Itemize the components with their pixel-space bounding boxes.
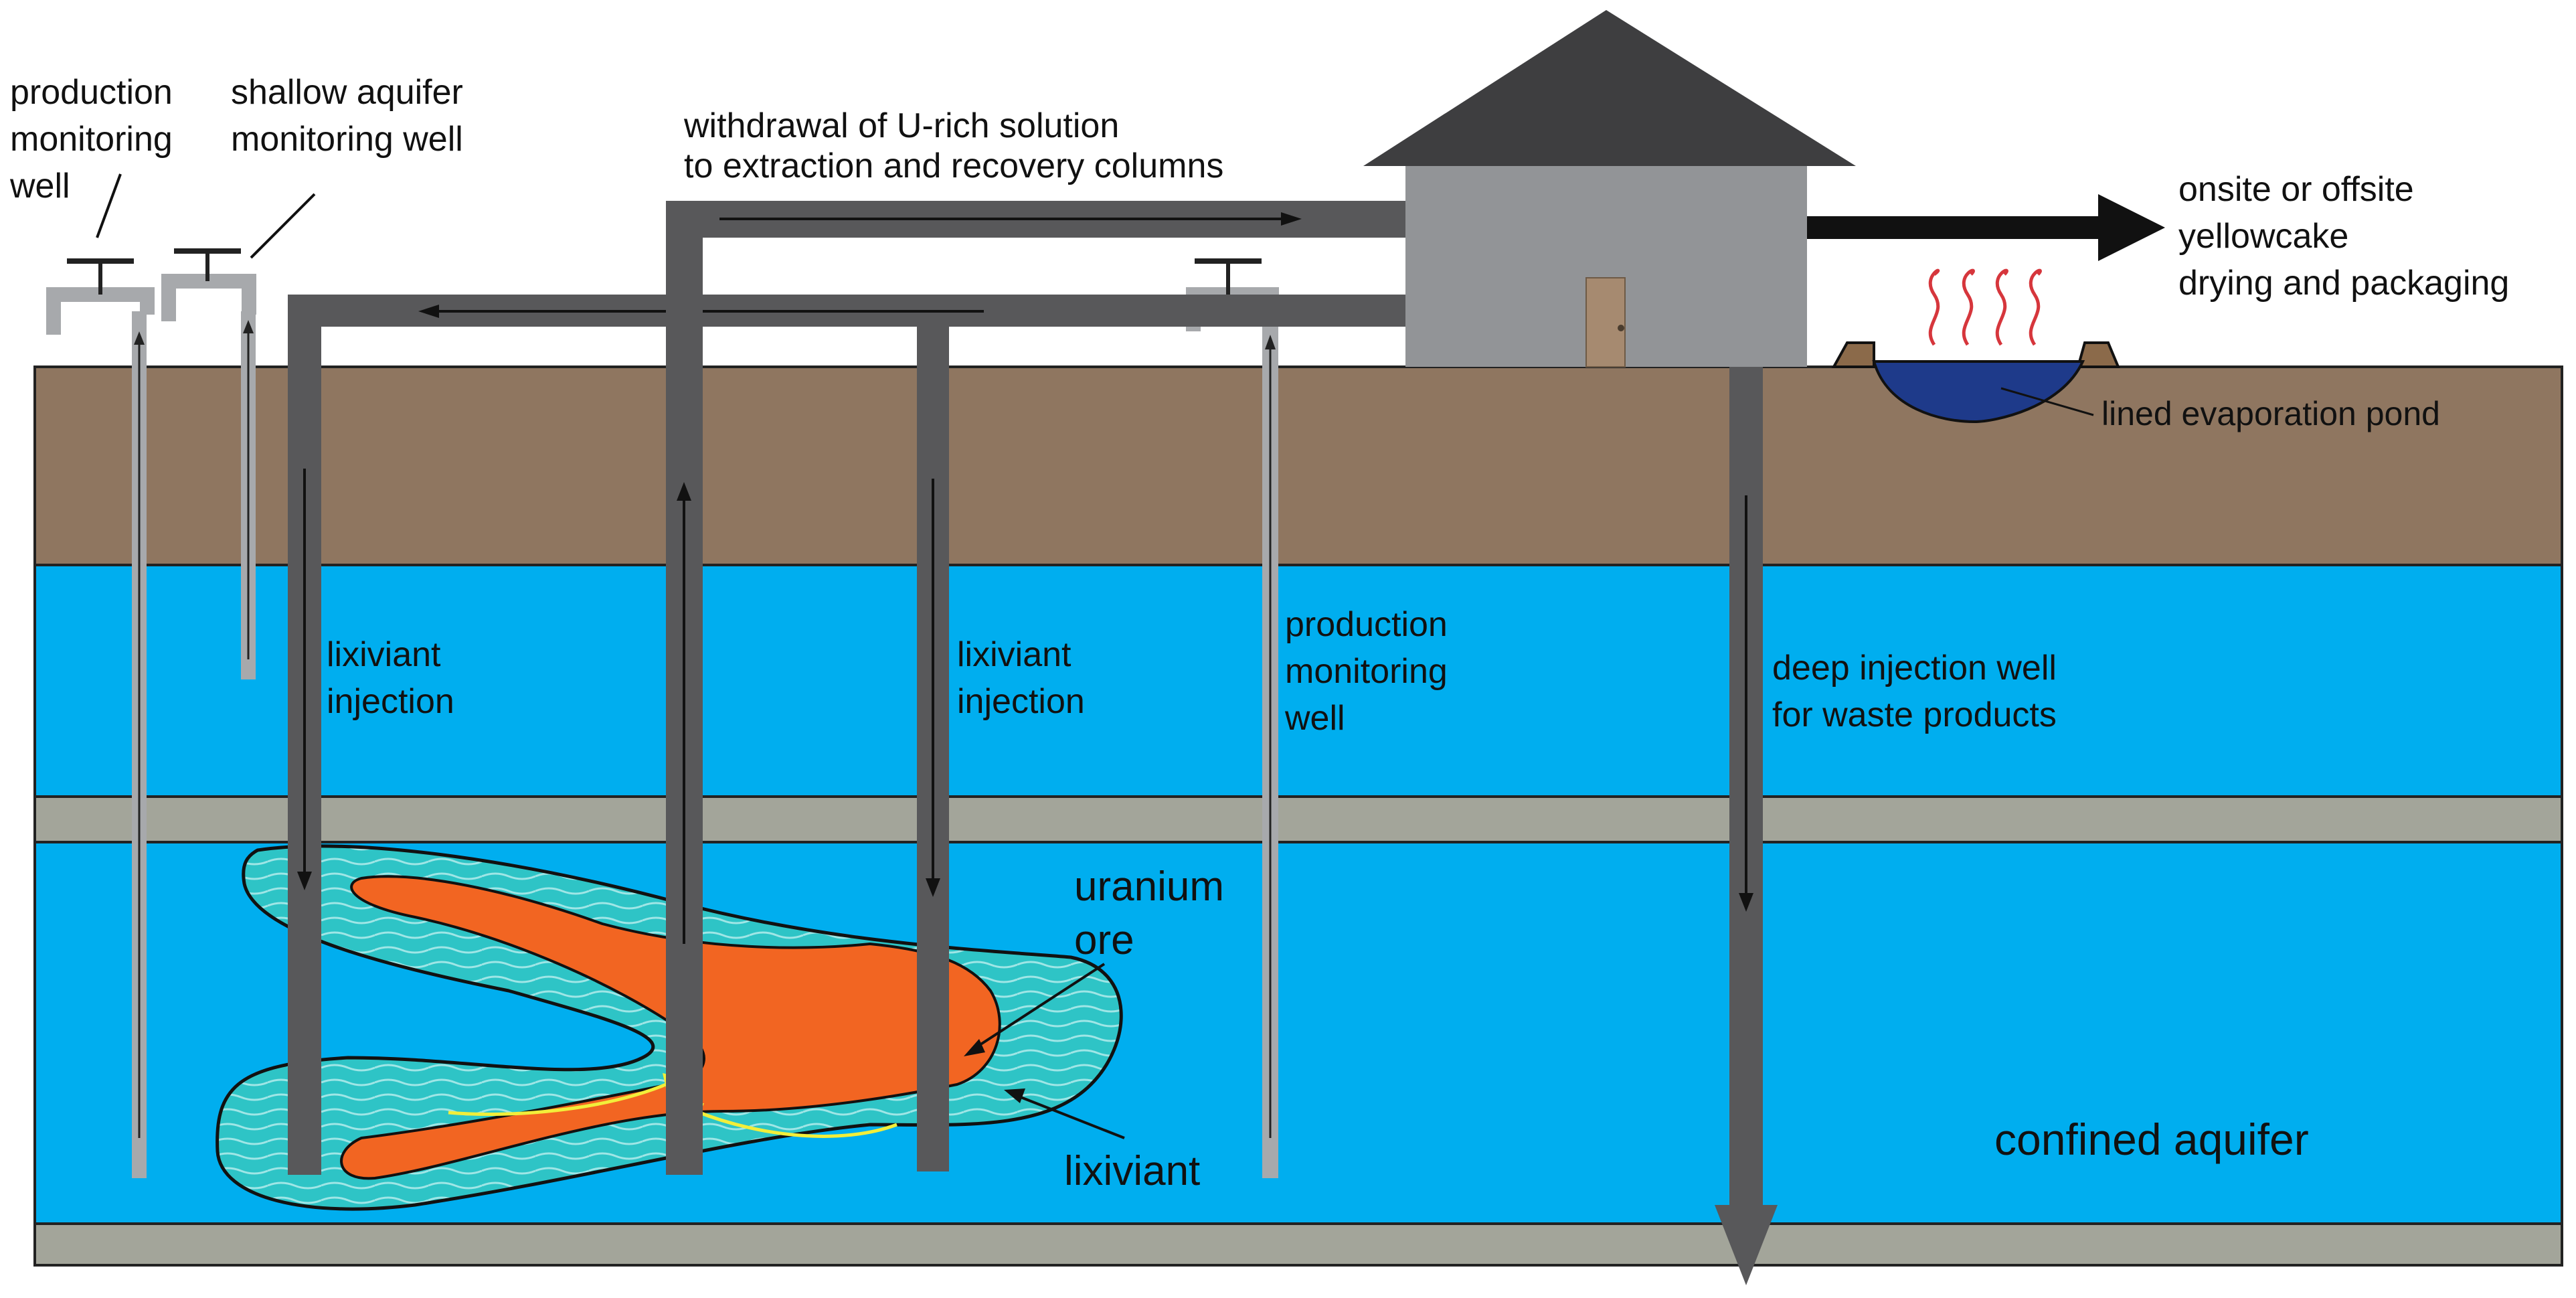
production-monitoring-well-left — [46, 258, 155, 1178]
label-shallow-aquifer-monitoring-well: shallow aquifer monitoring well — [231, 73, 473, 159]
leader-lixiviant — [1013, 1093, 1125, 1139]
leader-ore — [969, 963, 1106, 1052]
soil-layer — [33, 366, 2563, 566]
processing-building — [1363, 10, 1856, 368]
confining-layer-lower — [33, 1222, 2563, 1267]
label-lixiviant: lixiviant — [1064, 1148, 1200, 1194]
label-yellowcake: onsite or offsite yellowcake drying and … — [2178, 170, 2509, 303]
lined-evaporation-pond — [1831, 341, 2120, 424]
confining-layer-upper — [33, 795, 2563, 843]
flow-arrow-1 — [448, 1081, 670, 1117]
leader-shallow-aquifer — [250, 193, 316, 259]
deep-injection-well — [1715, 367, 1778, 1285]
leader-production-left — [96, 173, 122, 238]
injection-pipe-network — [288, 295, 1405, 1175]
label-lixiviant-injection-left: lixiviant injection — [327, 635, 454, 721]
shallow-aquifer-monitoring-well — [161, 248, 256, 679]
extraction-pipe — [666, 201, 1405, 1175]
yellowcake-arrow — [1807, 194, 2165, 261]
label-lixiviant-injection-right: lixiviant injection — [957, 635, 1085, 721]
label-confined-aquifer: confined aquifer — [1994, 1115, 2309, 1164]
steam-lines — [1928, 268, 2042, 346]
leader-lixiviant-head — [1004, 1088, 1025, 1103]
leader-ore-head — [964, 1039, 985, 1056]
flow-arrow-2 — [695, 1109, 897, 1138]
upper-aquifer — [33, 564, 2563, 798]
label-production-monitoring-well-right: production monitoring well — [1284, 605, 1457, 738]
label-withdrawal: withdrawal of U-rich solution to extract… — [683, 106, 1223, 185]
label-uranium-ore: uranium ore — [1074, 864, 1235, 963]
label-production-monitoring-well-left: production monitoring well — [9, 73, 182, 206]
label-lined-evaporation-pond: lined evaporation pond — [2101, 395, 2440, 432]
label-deep-injection-well: deep injection well for waste products — [1772, 649, 2066, 734]
building-door — [1585, 277, 1626, 368]
